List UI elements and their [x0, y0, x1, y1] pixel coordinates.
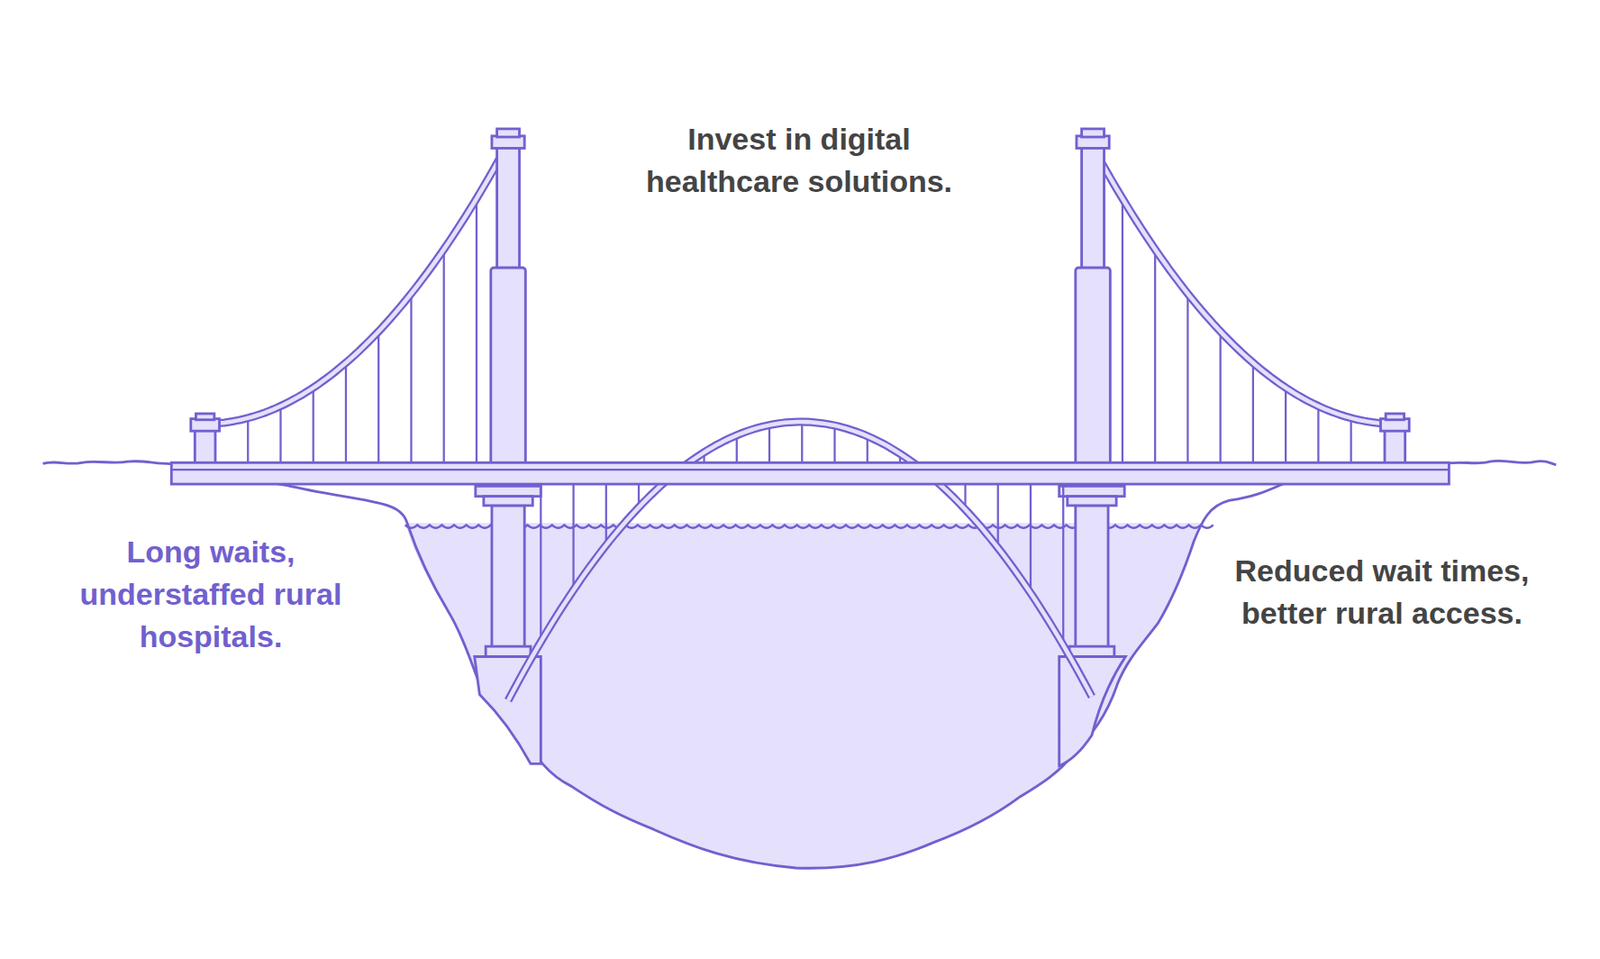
- main-cable-core: [204, 145, 1395, 700]
- suspender: [1317, 409, 1319, 463]
- suspender: [1252, 365, 1255, 463]
- piers: [474, 485, 1127, 765]
- suspender: [736, 437, 738, 463]
- suspender: [1154, 252, 1156, 463]
- suspender: [539, 462, 542, 645]
- suspender: [377, 334, 380, 463]
- suspender: [279, 409, 282, 463]
- bridge-deck: [171, 462, 1449, 484]
- suspender: [246, 420, 249, 463]
- suspender: [409, 296, 412, 463]
- suspender: [1284, 390, 1287, 464]
- suspender: [312, 390, 315, 464]
- annotation-text: Long waits, understaffed rural hospitals…: [57, 530, 364, 658]
- ground-left: [43, 461, 174, 464]
- deck-stripe: [171, 468, 1449, 471]
- suspender: [1350, 420, 1353, 463]
- suspender: [1121, 201, 1124, 464]
- gorge-wall: [173, 464, 1439, 869]
- suspender: [475, 201, 478, 464]
- suspender: [1062, 462, 1064, 648]
- main-cable: [204, 145, 1395, 700]
- suspender: [345, 365, 347, 463]
- annotation-text: Invest in digital healthcare solutions.: [609, 118, 989, 203]
- suspender: [800, 424, 803, 463]
- suspender: [768, 427, 771, 463]
- suspender: [1186, 296, 1189, 463]
- annotation-text: Reduced wait times, better rural access.: [1205, 549, 1559, 635]
- suspender: [1219, 334, 1222, 463]
- suspender: [443, 252, 446, 463]
- suspender: [833, 427, 836, 463]
- ground-right: [1438, 460, 1556, 464]
- suspender: [866, 438, 869, 463]
